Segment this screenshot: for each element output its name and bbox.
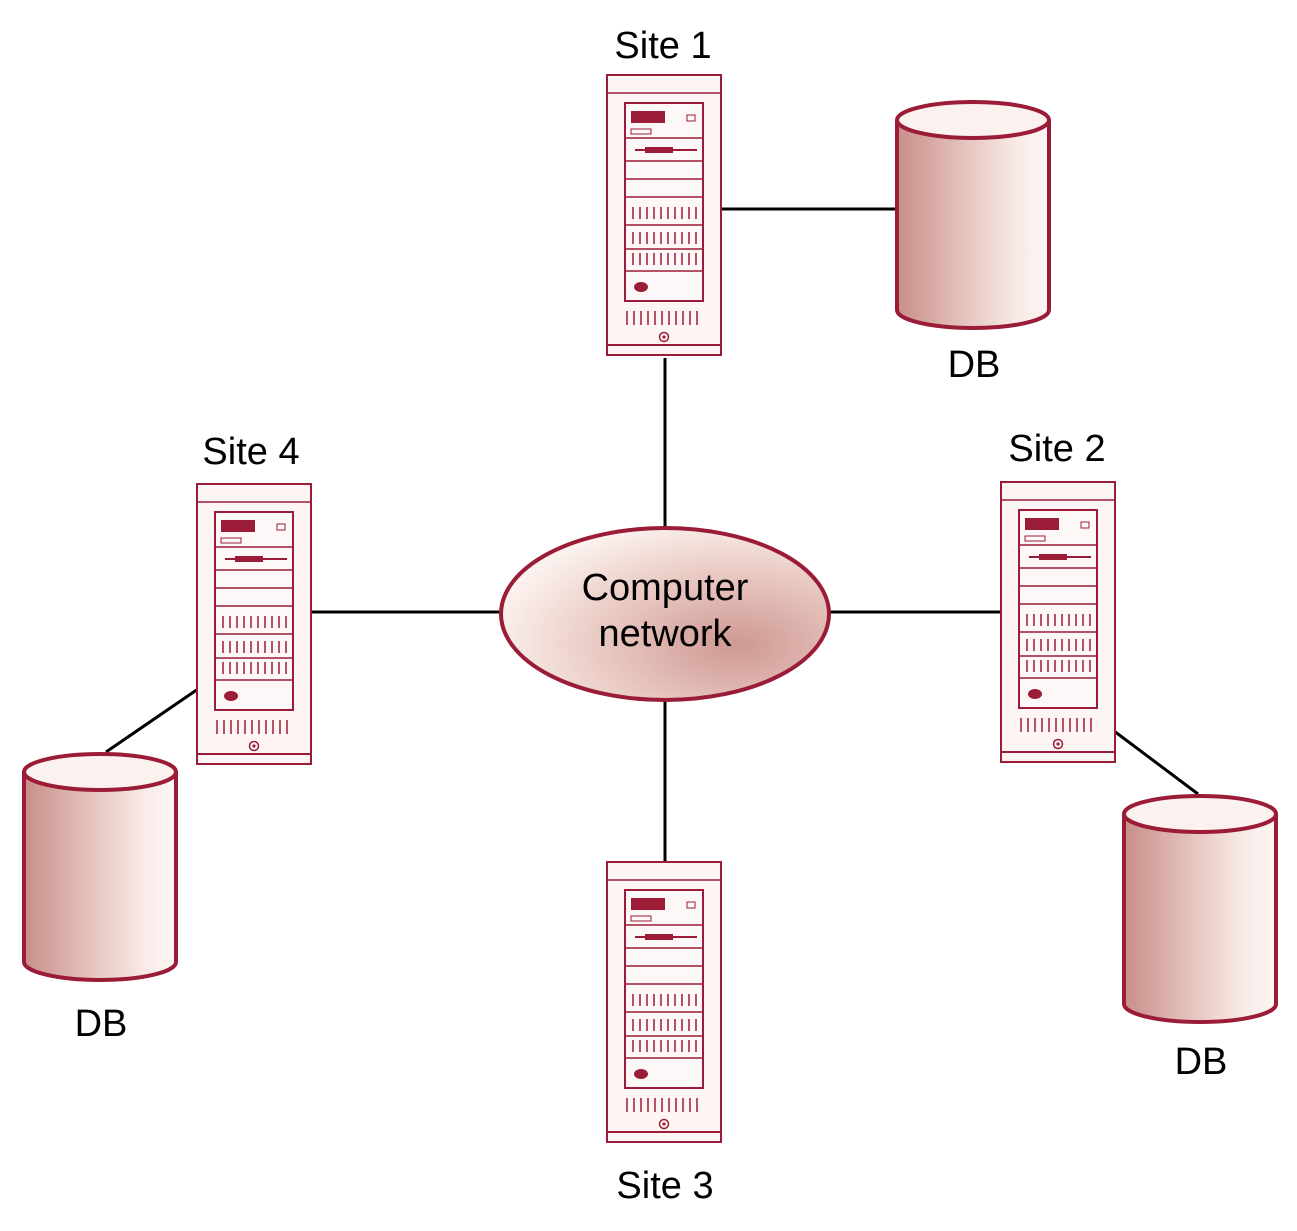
- site-1-db-label: DB: [948, 344, 1001, 386]
- network-cloud: [499, 526, 831, 702]
- link-site2-db: [1113, 729, 1199, 796]
- site-3-label: Site 3: [616, 1165, 713, 1207]
- site-1-db-cylinder-icon: [895, 100, 1051, 330]
- site-2-database: DB: [1122, 794, 1278, 1083]
- site-1-server-icon: [606, 74, 722, 356]
- network-label-line2: network: [598, 613, 732, 655]
- site-1-label: Site 1: [614, 25, 711, 67]
- site-4-label: Site 4: [202, 431, 299, 473]
- site-4-db-cylinder-icon: [22, 752, 178, 982]
- link-site4-db: [105, 687, 199, 754]
- site-1: Site 1: [606, 25, 722, 356]
- site-4-database: DB: [22, 752, 178, 1045]
- site-2-label: Site 2: [1008, 428, 1105, 470]
- network-label-line1: Computer: [582, 567, 749, 609]
- site-2-db-label: DB: [1175, 1041, 1228, 1083]
- site-4-server-icon: [196, 483, 312, 765]
- site-4: Site 4: [196, 431, 312, 765]
- connection-lines: [105, 207, 1199, 862]
- site-1-database: DB: [895, 100, 1051, 386]
- site-2-db-cylinder-icon: [1122, 794, 1278, 1024]
- site-2-server-icon: [1000, 481, 1116, 763]
- site-2: Site 2: [1000, 428, 1116, 763]
- computer-network: Computer network: [499, 526, 831, 702]
- site-3-server-icon: [606, 861, 722, 1143]
- site-4-db-label: DB: [75, 1003, 128, 1045]
- site-3: Site 3: [606, 861, 722, 1207]
